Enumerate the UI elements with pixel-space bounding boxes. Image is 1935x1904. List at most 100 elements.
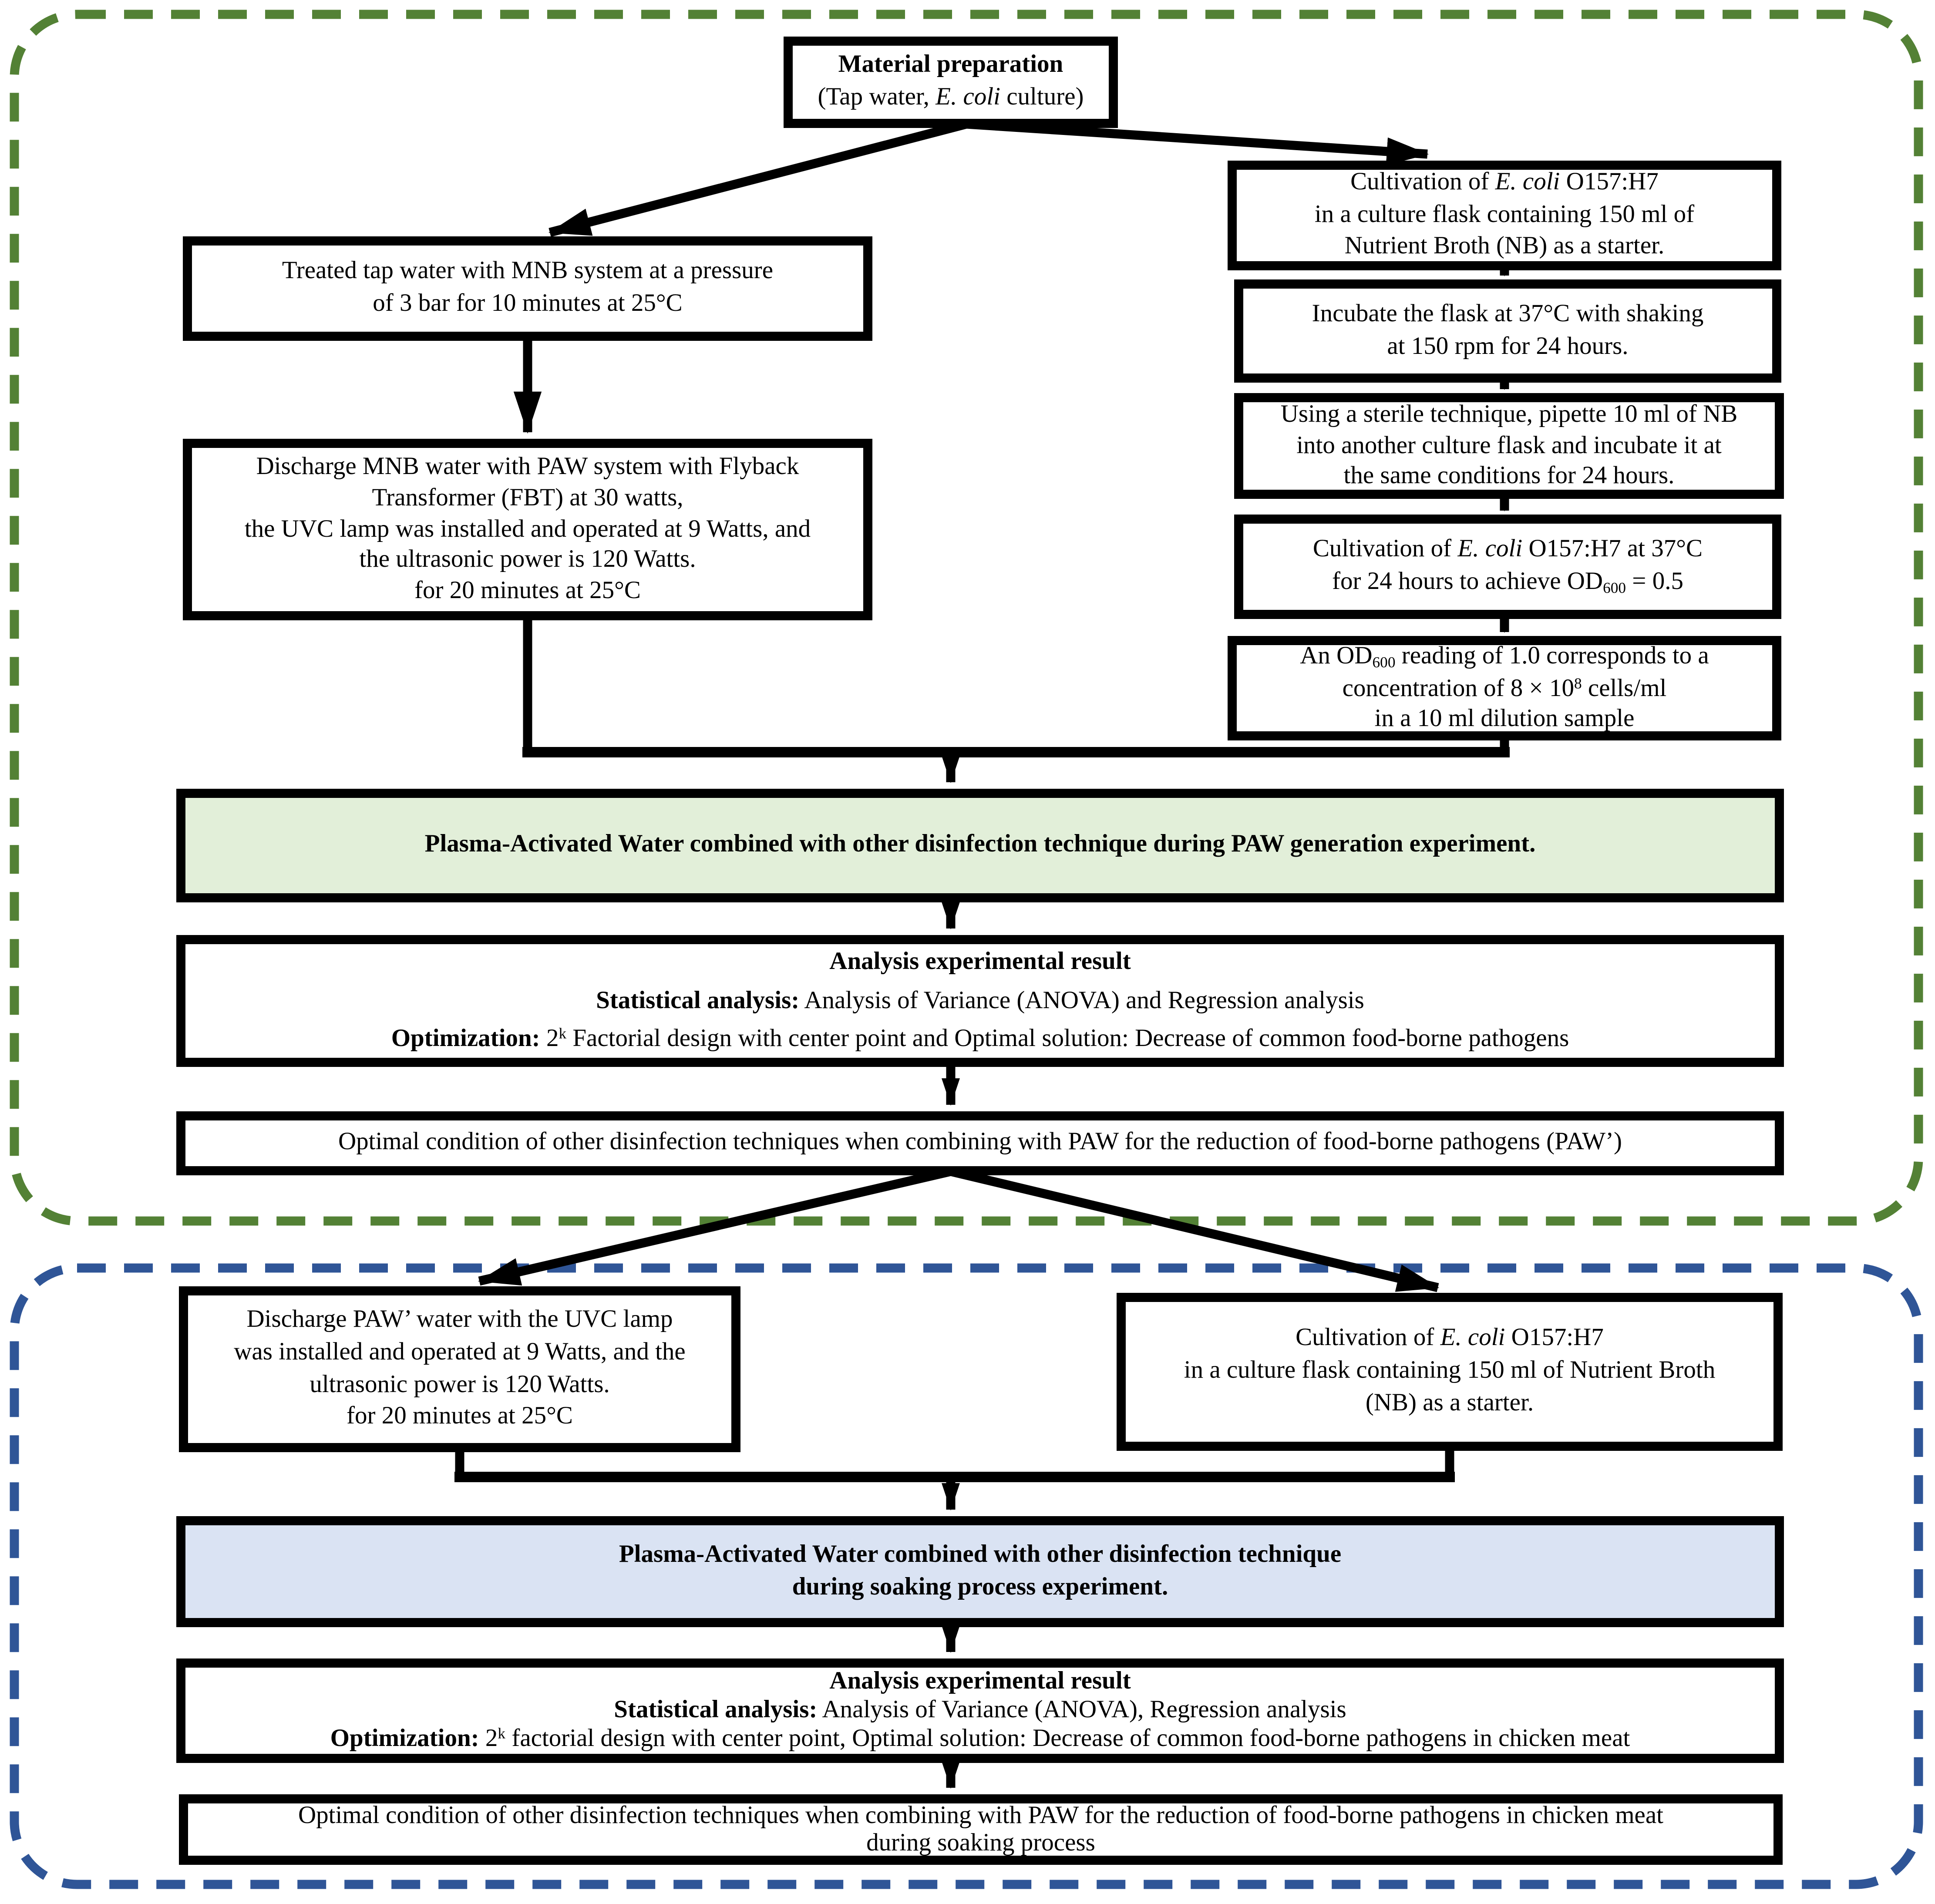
box-paw-generation-experiment: Plasma-Activated Water combined with oth…: [176, 789, 1784, 902]
text-run: O157:H7: [1505, 1325, 1604, 1352]
text-line: Using a sterile technique, pipette 10 ml…: [1256, 400, 1762, 431]
arrow-optimal-to-cultivation-soaking: [949, 1167, 1440, 1292]
text-line: Analysis experimental result: [199, 943, 1762, 982]
text-run: during soaking process experiment.: [792, 1573, 1168, 1601]
text-run: Transformer (FBT) at 30 watts,: [372, 484, 683, 511]
text-run: at 150 rpm for 24 hours.: [1387, 332, 1629, 360]
box-od600-reading: An OD600 reading of 1.0 corresponds to a…: [1228, 636, 1781, 740]
text-run: for 20 minutes at 25°C: [414, 578, 641, 606]
text-run: Material preparation: [838, 51, 1063, 79]
box-incubate-flask: Incubate the flask at 37°C with shaking a…: [1234, 279, 1781, 383]
text-run: 2: [540, 1025, 559, 1053]
text-line: Statistical analysis: Analysis of Varian…: [199, 1696, 1762, 1725]
text-run: ultrasonic power is 120 Watts.: [310, 1370, 610, 1398]
text-line: during soaking process experiment.: [199, 1572, 1762, 1604]
box-cultivation-od600: Cultivation of E. coli O157:H7 at 37°C fo…: [1234, 515, 1781, 619]
text-line: Optimal condition of other disinfection …: [199, 1127, 1762, 1159]
text-line: concentration of 8 × 108 cells/ml: [1250, 673, 1759, 704]
text-run: k: [498, 1725, 506, 1743]
box-paw-soaking-experiment: Plasma-Activated Water combined with oth…: [176, 1516, 1784, 1627]
text-line: in a culture flask containing 150 ml of …: [1139, 1356, 1760, 1388]
text-line: for 20 minutes at 25°C: [205, 576, 850, 608]
text-run: for 24 hours to achieve OD: [1332, 568, 1603, 595]
text-run: the ultrasonic power is 120 Watts.: [359, 546, 696, 574]
text-run: Optimization:: [391, 1025, 540, 1053]
text-run: cells/ml: [1582, 674, 1667, 702]
box-optimal-condition-paw: Optimal condition of other disinfection …: [176, 1111, 1784, 1175]
text-line: Plasma-Activated Water combined with oth…: [199, 1539, 1762, 1571]
text-run: Statistical analysis:: [614, 1696, 818, 1724]
text-line: Optimal condition of other disinfection …: [201, 1802, 1760, 1830]
text-run: in a culture flask containing 150 ml of: [1314, 200, 1695, 228]
text-run: in a 10 ml dilution sample: [1374, 705, 1635, 733]
text-line: (NB) as a starter.: [1139, 1388, 1760, 1420]
text-line: in a 10 ml dilution sample: [1250, 704, 1759, 735]
text-run: during soaking process: [866, 1830, 1095, 1857]
text-run: Optimal condition of other disinfection …: [338, 1128, 1622, 1156]
text-line: the UVC lamp was installed and operated …: [205, 514, 850, 545]
text-line: for 20 minutes at 25°C: [201, 1402, 718, 1434]
text-run: E. coli: [1440, 1325, 1505, 1352]
soaking-section-border: [10, 1263, 1923, 1889]
text-line: Statistical analysis: Analysis of Varian…: [199, 982, 1762, 1020]
text-run: (NB) as a starter.: [1365, 1389, 1534, 1417]
text-run: = 0.5: [1626, 568, 1683, 595]
text-run: Plasma-Activated Water combined with oth…: [619, 1541, 1342, 1568]
arrow-material-to-treated-tap: [548, 119, 968, 237]
box-discharge-mnb-water: Discharge MNB water with PAW system with…: [183, 439, 872, 620]
text-line: was installed and operated at 9 Watts, a…: [201, 1337, 718, 1369]
arrow-optimal-to-discharge-paw: [478, 1167, 952, 1286]
text-run: Discharge PAW’ water with the UVC lamp: [246, 1306, 673, 1334]
box-material-preparation: Material preparation(Tap water, E. coli …: [784, 37, 1118, 128]
text-line: the ultrasonic power is 120 Watts.: [205, 545, 850, 576]
text-line: Material preparation: [806, 50, 1096, 82]
text-line: into another culture flask and incubate …: [1256, 431, 1762, 461]
text-run: factorial design with center point, Opti…: [505, 1725, 1630, 1753]
text-run: Discharge MNB water with PAW system with…: [256, 452, 799, 480]
text-run: culture): [1000, 84, 1084, 111]
text-run: Incubate the flask at 37°C with shaking: [1312, 300, 1704, 328]
text-run: 8: [1574, 675, 1582, 692]
text-line: at 150 rpm for 24 hours.: [1256, 331, 1759, 363]
text-line: Treated tap water with MNB system at a p…: [205, 256, 850, 289]
text-run: in a culture flask containing 150 ml of …: [1184, 1357, 1716, 1385]
text-line: Cultivation of E. coli O157:H7: [1250, 167, 1759, 199]
text-run: Plasma-Activated Water combined with oth…: [424, 831, 1536, 858]
text-run: concentration of 8 × 10: [1342, 674, 1574, 702]
text-line: ultrasonic power is 120 Watts.: [201, 1369, 718, 1402]
text-line: Transformer (FBT) at 30 watts,: [205, 483, 850, 514]
text-line: in a culture flask containing 150 ml of: [1250, 199, 1759, 232]
text-run: (Tap water,: [818, 84, 936, 111]
text-run: Cultivation of: [1312, 535, 1458, 563]
text-line: Discharge MNB water with PAW system with…: [205, 451, 850, 483]
text-line: Cultivation of E. coli O157:H7: [1139, 1323, 1760, 1356]
box-optimal-condition-soaking: Optimal condition of other disinfection …: [179, 1794, 1783, 1865]
text-run: O157:H7 at 37°C: [1522, 535, 1703, 563]
text-line: Nutrient Broth (NB) as a starter.: [1250, 232, 1759, 264]
text-run: 600: [1372, 654, 1396, 671]
text-run: Analysis of Variance (ANOVA), Regression…: [817, 1696, 1346, 1724]
text-run: E. coli: [1495, 168, 1560, 196]
text-line: of 3 bar for 10 minutes at 25°C: [205, 289, 850, 321]
text-run: was installed and operated at 9 Watts, a…: [234, 1338, 686, 1366]
text-run: E. coli: [1457, 535, 1523, 563]
text-line: Incubate the flask at 37°C with shaking: [1256, 299, 1759, 331]
text-line: An OD600 reading of 1.0 corresponds to a: [1250, 641, 1759, 673]
text-line: Optimization: 2k factorial design with c…: [199, 1725, 1762, 1754]
text-line: Optimization: 2k Factorial design with c…: [199, 1020, 1762, 1059]
text-run: Cultivation of: [1296, 1325, 1440, 1352]
text-run: Analysis experimental result: [829, 949, 1131, 976]
text-run: An OD: [1300, 642, 1373, 670]
text-run: reading of 1.0 corresponds to a: [1395, 642, 1709, 670]
text-run: Factorial design with center point and O…: [566, 1025, 1569, 1053]
text-run: 2: [479, 1725, 498, 1753]
text-line: Plasma-Activated Water combined with oth…: [199, 829, 1762, 861]
text-run: into another culture flask and incubate …: [1296, 431, 1722, 459]
text-run: Statistical analysis:: [596, 987, 800, 1015]
text-run: the UVC lamp was installed and operated …: [244, 515, 811, 543]
